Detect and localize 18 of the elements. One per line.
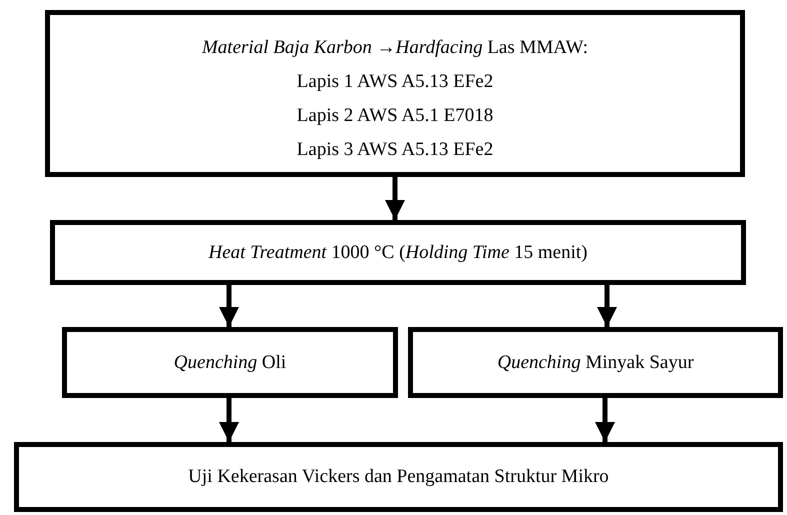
box-text: Lapis 2 AWS A5.1 E7018 — [296, 104, 494, 128]
box-text: Material Baja Karbon →Hardfacing Las MMAW: — [202, 36, 588, 60]
process-box — [408, 327, 783, 398]
arrow — [219, 285, 239, 327]
process-box — [45, 10, 745, 177]
box-text: Lapis 3 AWS A5.13 EFe2 — [296, 138, 494, 162]
process-box — [62, 327, 398, 398]
box-text: Lapis 1 AWS A5.13 EFe2 — [296, 70, 494, 94]
arrow — [385, 177, 405, 220]
box-text: Quenching Oli — [174, 350, 286, 374]
process-box — [50, 220, 746, 285]
arrow — [219, 398, 239, 442]
box-text: Quenching Minyak Sayur — [497, 350, 694, 374]
box-text: Heat Treatment 1000 °C (Holding Time 15 menit) — [208, 240, 588, 264]
box-text: Uji Kekerasan Vickers dan Pengamatan Struktur Mikro — [188, 465, 609, 489]
arrow — [597, 285, 617, 327]
arrow — [595, 398, 615, 442]
process-box — [14, 442, 783, 512]
